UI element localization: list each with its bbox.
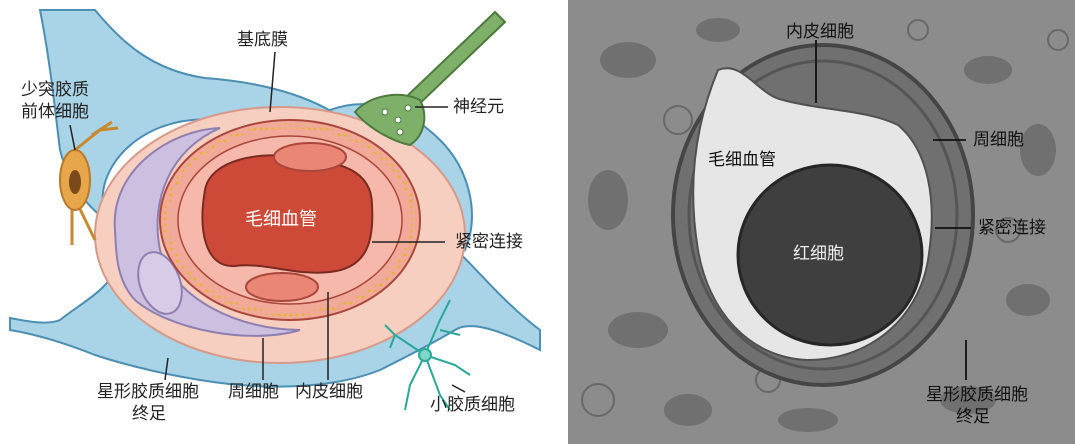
em-label-astrocyte-line2: 终足	[956, 407, 990, 427]
schematic-panel: 基底膜 少突胶质 前体细胞 神经元 毛细血管 紧密连接 星形胶质细胞 终足 周细…	[0, 0, 555, 444]
label-neuron: 神经元	[453, 97, 504, 117]
label-opc-line1: 少突胶质	[21, 80, 89, 100]
label-astrocyte-line1: 星形胶质细胞	[97, 382, 199, 402]
label-pericyte: 周细胞	[228, 382, 279, 402]
micrograph-panel: 内皮细胞 周细胞 毛细血管 紧密连接 红细胞 星形胶质细胞 终足	[568, 0, 1075, 444]
label-basement-membrane: 基底膜	[237, 30, 288, 50]
em-label-pericyte: 周细胞	[973, 130, 1024, 150]
neuron-shape	[355, 12, 505, 145]
endothelial-nucleus-top	[274, 143, 346, 171]
em-label-astrocyte-line1: 星形胶质细胞	[926, 385, 1028, 405]
label-capillary: 毛细血管	[245, 210, 317, 230]
endothelial-nucleus-bottom	[246, 273, 318, 301]
label-endothelial: 内皮细胞	[295, 382, 363, 402]
label-tight-junction: 紧密连接	[455, 232, 523, 252]
em-label-tight-junction: 紧密连接	[978, 218, 1046, 238]
em-label-rbc: 红细胞	[793, 244, 844, 264]
label-opc-line2: 前体细胞	[21, 102, 89, 122]
em-label-capillary: 毛细血管	[708, 150, 776, 170]
em-label-endothelial: 内皮细胞	[786, 22, 854, 42]
label-astrocyte-line2: 终足	[132, 404, 166, 424]
label-microglia: 小胶质细胞	[430, 395, 515, 415]
